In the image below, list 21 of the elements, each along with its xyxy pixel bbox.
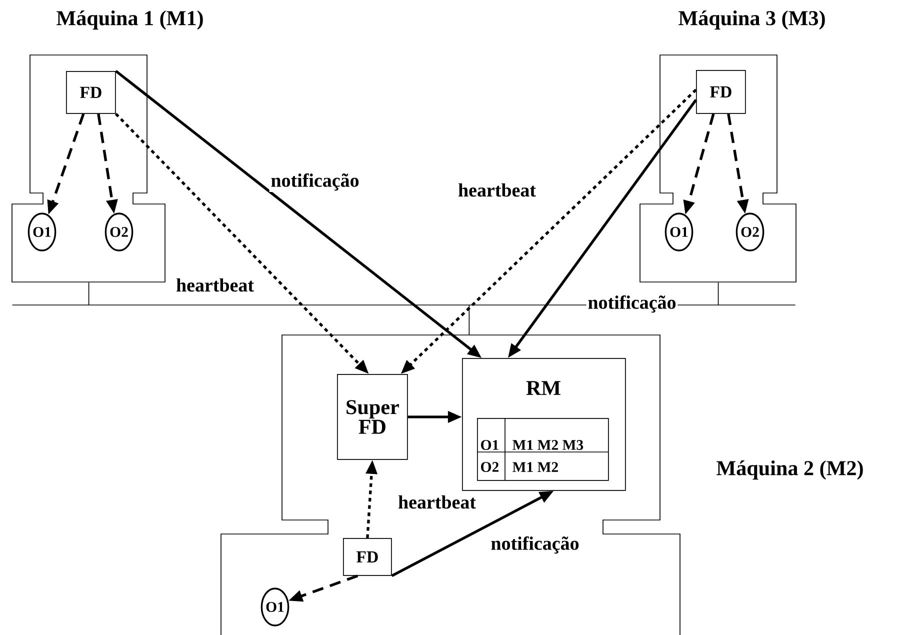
table bbox=[476, 418, 609, 481]
machine-title: Máquina 1 (M1) bbox=[56, 10, 203, 30]
process-box: Super FD bbox=[337, 374, 408, 460]
edge-label: notificação bbox=[269, 172, 361, 192]
machine-title: Máquina 2 (M2) bbox=[716, 460, 863, 480]
table-cell: M1 M2 M3 bbox=[512, 440, 584, 450]
edge-label: heartbeat bbox=[456, 182, 538, 198]
machine-title: Máquina 3 (M3) bbox=[678, 10, 825, 30]
edge-label: notificação bbox=[489, 534, 581, 556]
bus-tap bbox=[468, 304, 470, 336]
process-box: FD bbox=[66, 71, 116, 114]
edge-label: heartbeat bbox=[174, 276, 256, 294]
edge-label: heartbeat bbox=[396, 494, 478, 510]
table-cell: O1 bbox=[481, 440, 498, 450]
process-box: FD bbox=[343, 538, 392, 576]
table-cell: O2 bbox=[481, 462, 499, 472]
table-cell: M1 M2 bbox=[512, 462, 558, 472]
process-box: FD bbox=[696, 70, 746, 114]
bus-tap bbox=[718, 282, 719, 306]
edge-label: notificação bbox=[586, 294, 678, 314]
bus-tap bbox=[88, 282, 90, 306]
